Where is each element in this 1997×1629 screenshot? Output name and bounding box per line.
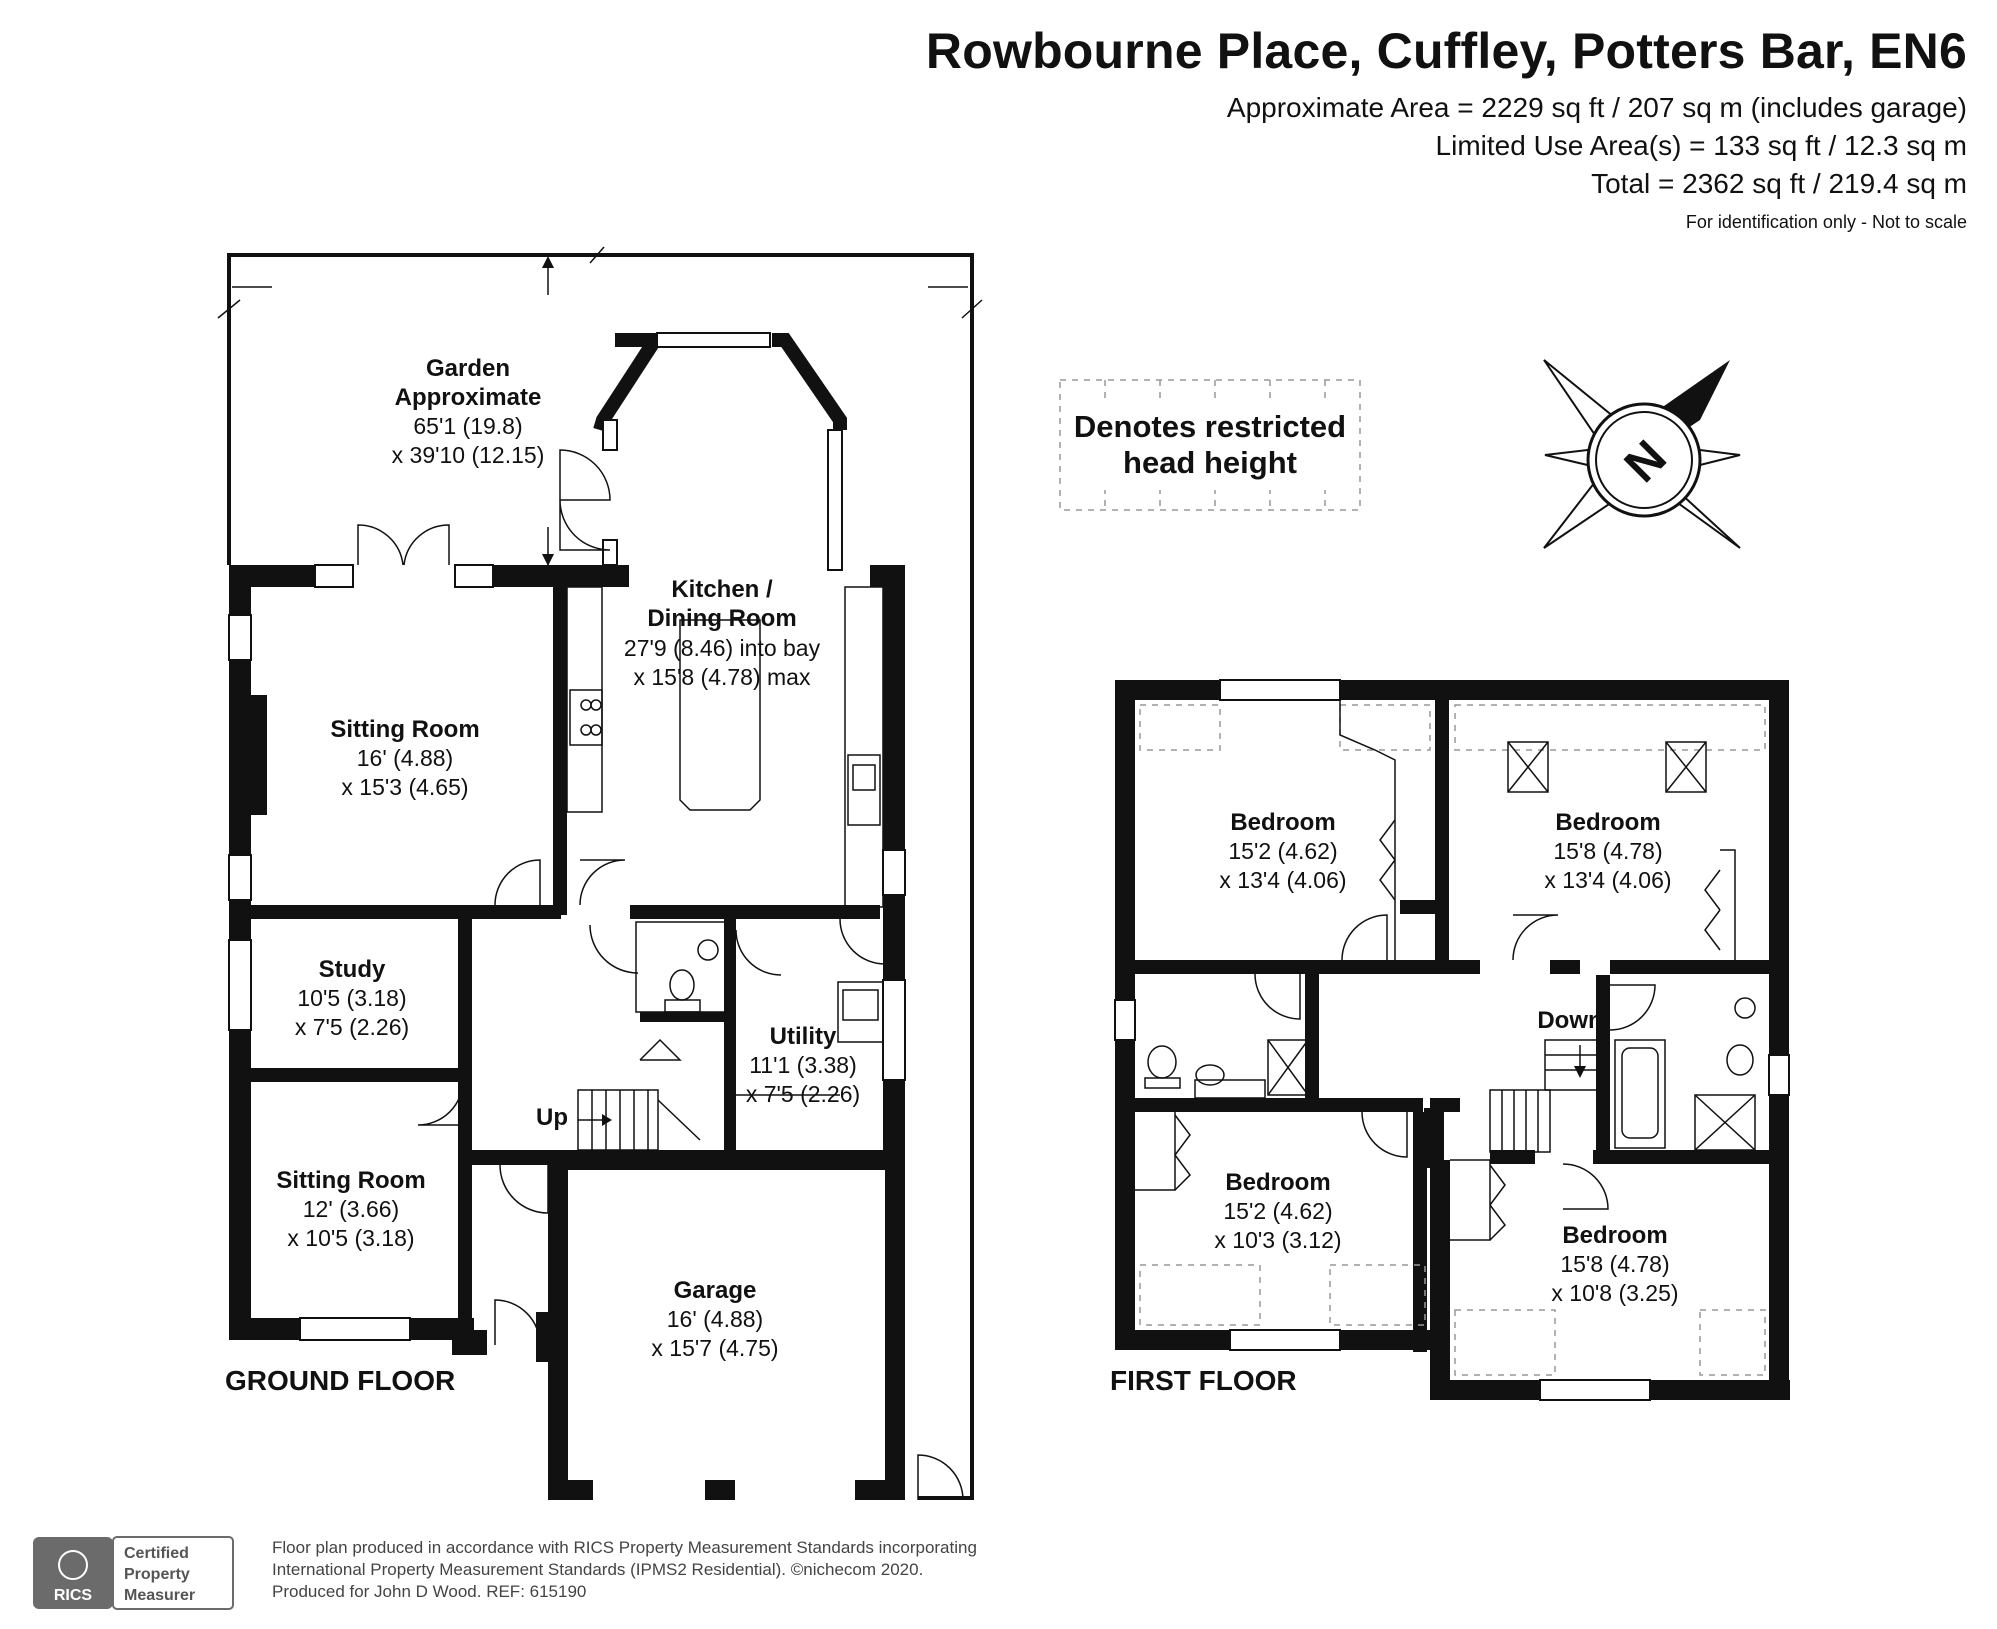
utility-dim-2: x 7'5 (2.26) bbox=[746, 1081, 860, 1107]
sitting-room-dim-1: 16' (4.88) bbox=[357, 745, 453, 771]
sitting-room-2-dim-2: x 10'5 (3.18) bbox=[287, 1225, 414, 1251]
badge-line-3: Measurer bbox=[124, 1587, 195, 1604]
garage-dim-1: 16' (4.88) bbox=[667, 1306, 763, 1332]
badge-line-2: Property bbox=[124, 1566, 190, 1583]
ground-floor-windows bbox=[228, 614, 906, 1341]
scale-note: For identification only - Not to scale bbox=[1685, 212, 1967, 232]
footer-line-2: International Property Measurement Stand… bbox=[272, 1560, 923, 1579]
wardrobes bbox=[1135, 700, 1736, 1241]
kitchen-name-2: Dining Room bbox=[647, 605, 796, 632]
kitchen-fittings bbox=[566, 586, 884, 908]
garden-name: Garden bbox=[426, 355, 510, 382]
bedroom-2-dim-2: x 13'4 (4.06) bbox=[1544, 867, 1671, 893]
bedroom-3-dim-1: 15'2 (4.62) bbox=[1223, 1198, 1332, 1224]
badge-line-1: Certified bbox=[124, 1545, 189, 1562]
ground-floor-plan: Garden Approximate 65'1 (19.8) x 39'10 (… bbox=[217, 246, 983, 1501]
first-floor-label: FIRST FLOOR bbox=[1110, 1365, 1297, 1396]
first-floor-windows bbox=[1114, 679, 1790, 1401]
restricted-height-legend: Denotes restricted head height bbox=[1059, 379, 1361, 511]
bedroom-3-dim-2: x 10'3 (3.12) bbox=[1214, 1227, 1341, 1253]
garden-label: Garden Approximate 65'1 (19.8) x 39'10 (… bbox=[392, 355, 545, 468]
bedroom-1-dim-2: x 13'4 (4.06) bbox=[1219, 867, 1346, 893]
legend-line-2: head height bbox=[1123, 445, 1297, 480]
bedroom-2-name: Bedroom bbox=[1555, 809, 1660, 836]
bedroom-2-label: Bedroom 15'8 (4.78) x 13'4 (4.06) bbox=[1544, 809, 1671, 893]
sitting-room-dim-2: x 15'3 (4.65) bbox=[341, 774, 468, 800]
bedroom-3-label: Bedroom 15'2 (4.62) x 10'3 (3.12) bbox=[1214, 1169, 1341, 1253]
bathrooms bbox=[1144, 997, 1756, 1151]
utility-fittings bbox=[735, 918, 886, 1096]
bedroom-1-name: Bedroom bbox=[1230, 809, 1335, 836]
legend-line-1: Denotes restricted bbox=[1074, 409, 1346, 444]
study-dim-1: 10'5 (3.18) bbox=[297, 985, 406, 1011]
sitting-room-2-dim-1: 12' (3.66) bbox=[303, 1196, 399, 1222]
sitting-room-label: Sitting Room 16' (4.88) x 15'3 (4.65) bbox=[330, 716, 479, 800]
garden-name-2: Approximate bbox=[395, 384, 542, 411]
kitchen-bay-window bbox=[559, 332, 847, 571]
garden-boundary bbox=[217, 246, 983, 1500]
garage-label: Garage 16' (4.88) x 15'7 (4.75) bbox=[651, 1277, 778, 1361]
sitting-room-2-label: Sitting Room 12' (3.66) x 10'5 (3.18) bbox=[276, 1167, 425, 1251]
garden-dim-2: x 39'10 (12.15) bbox=[392, 442, 545, 468]
kitchen-label: Kitchen / Dining Room 27'9 (8.46) into b… bbox=[624, 576, 821, 690]
bedroom-3-name: Bedroom bbox=[1225, 1169, 1330, 1196]
bedroom-4-dim-1: 15'8 (4.78) bbox=[1560, 1251, 1669, 1277]
rics-logo-text: RICS bbox=[54, 1587, 93, 1604]
kitchen-name: Kitchen / bbox=[671, 576, 773, 603]
approximate-area: Approximate Area = 2229 sq ft / 207 sq m… bbox=[1226, 92, 1967, 123]
french-doors bbox=[314, 524, 494, 588]
skylights bbox=[1507, 741, 1707, 793]
garden-dim-1: 65'1 (19.8) bbox=[413, 413, 522, 439]
study-label: Study 10'5 (3.18) x 7'5 (2.26) bbox=[295, 956, 409, 1040]
property-title: Rowbourne Place, Cuffley, Potters Bar, E… bbox=[925, 23, 1967, 79]
footer-line-3: Produced for John D Wood. REF: 615190 bbox=[272, 1582, 586, 1601]
bedroom-1-label: Bedroom 15'2 (4.62) x 13'4 (4.06) bbox=[1219, 809, 1346, 893]
first-floor-plan: Bedroom 15'2 (4.62) x 13'4 (4.06) Bedroo… bbox=[1110, 679, 1790, 1401]
downstairs-wc bbox=[589, 921, 727, 1013]
rics-badge: RICS Certified Property Measurer bbox=[33, 1536, 234, 1610]
stairs-up-label: Up bbox=[536, 1104, 568, 1131]
limited-use-area: Limited Use Area(s) = 133 sq ft / 12.3 s… bbox=[1435, 130, 1967, 161]
ground-floor-label: GROUND FLOOR bbox=[225, 1365, 455, 1396]
sitting-room-name: Sitting Room bbox=[330, 716, 479, 743]
study-name: Study bbox=[319, 956, 386, 983]
utility-label: Utility 11'1 (3.38) x 7'5 (2.26) bbox=[746, 1023, 860, 1107]
bedroom-4-name: Bedroom bbox=[1562, 1222, 1667, 1249]
bedroom-4-dim-2: x 10'8 (3.25) bbox=[1551, 1280, 1678, 1306]
compass-icon: N bbox=[1543, 359, 1741, 549]
utility-name: Utility bbox=[770, 1023, 837, 1050]
first-floor-doors bbox=[1254, 914, 1656, 1210]
bedroom-2-dim-1: 15'8 (4.78) bbox=[1553, 838, 1662, 864]
first-floor-walls bbox=[1115, 680, 1790, 1400]
total-area: Total = 2362 sq ft / 219.4 sq m bbox=[1591, 168, 1967, 199]
garage-name: Garage bbox=[674, 1277, 757, 1304]
restricted-height-zones bbox=[1139, 704, 1766, 1376]
sitting-room-2-name: Sitting Room bbox=[276, 1167, 425, 1194]
footer-line-1: Floor plan produced in accordance with R… bbox=[272, 1538, 977, 1557]
utility-dim-1: 11'1 (3.38) bbox=[749, 1052, 857, 1078]
bedroom-1-dim-1: 15'2 (4.62) bbox=[1228, 838, 1337, 864]
hall-doors bbox=[417, 859, 964, 1501]
bedroom-4-label: Bedroom 15'8 (4.78) x 10'8 (3.25) bbox=[1551, 1222, 1678, 1306]
ground-floor-stairs bbox=[577, 1038, 701, 1151]
kitchen-dim-2: x 15'8 (4.78) max bbox=[634, 664, 811, 690]
garage-dim-2: x 15'7 (4.75) bbox=[651, 1335, 778, 1361]
study-dim-2: x 7'5 (2.26) bbox=[295, 1014, 409, 1040]
kitchen-dim-1: 27'9 (8.46) into bay bbox=[624, 635, 821, 661]
stairs-down-label: Down bbox=[1537, 1007, 1602, 1034]
first-floor-stairs bbox=[1489, 1039, 1601, 1153]
